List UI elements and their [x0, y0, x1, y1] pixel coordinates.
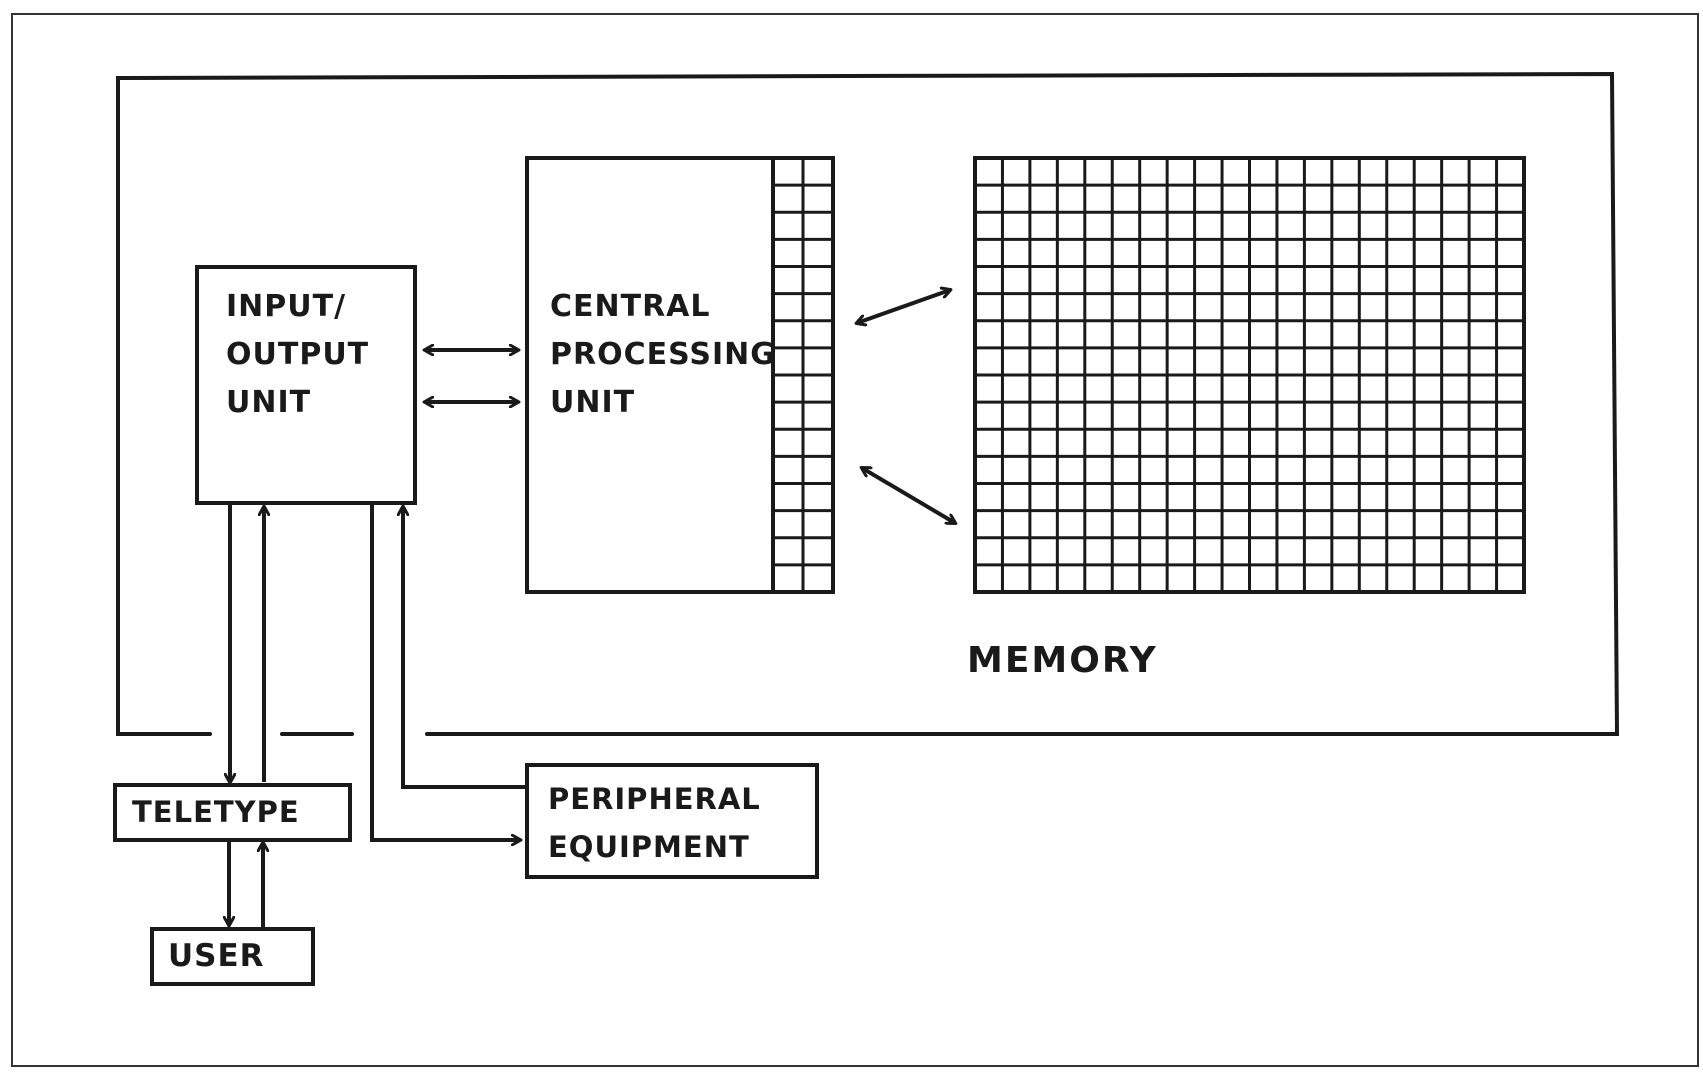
cpu-register-grid	[771, 156, 835, 594]
peripheral-box	[525, 763, 819, 879]
computer-enclosure	[116, 71, 1620, 736]
cpu-label: CENTRAL PROCESSING UNIT	[550, 292, 776, 418]
cpu-label-line-3: UNIT	[550, 385, 636, 420]
teletype-box	[113, 783, 352, 842]
user-label: USER	[168, 938, 265, 974]
memory-grid	[973, 156, 1526, 594]
io-unit-label-line-3: UNIT	[226, 385, 312, 420]
peripheral-label: PERIPHERAL EQUIPMENT	[548, 785, 761, 862]
cpu-memory-arrow-lower	[862, 468, 955, 523]
peripheral-to-io-arrow	[403, 507, 525, 789]
page-frame	[11, 13, 1699, 1067]
io-unit-label-line-1: INPUT/	[226, 289, 347, 324]
cpu-label-line-2: PROCESSING	[550, 337, 776, 372]
teletype-label: TELETYPE	[132, 795, 300, 829]
io-unit-box	[195, 265, 417, 505]
peripheral-label-line-2: EQUIPMENT	[548, 830, 750, 864]
memory-label: MEMORY	[967, 640, 1158, 681]
cpu-label-line-1: CENTRAL	[550, 289, 711, 324]
cpu-memory-arrow-upper	[857, 290, 950, 323]
peripheral-label-line-1: PERIPHERAL	[548, 782, 761, 816]
io-unit-label: INPUT/ OUTPUT UNIT	[226, 292, 369, 418]
io-unit-label-line-2: OUTPUT	[226, 337, 370, 372]
user-box	[150, 927, 315, 986]
io-to-peripheral-arrow	[370, 505, 520, 840]
